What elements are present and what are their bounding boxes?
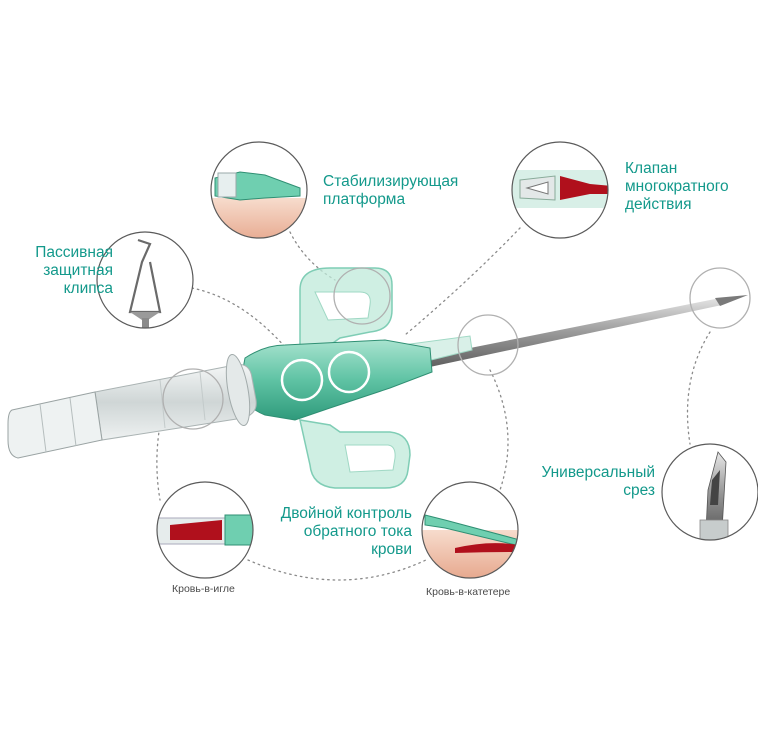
label-line: платформа xyxy=(323,191,406,208)
connector-left-loop xyxy=(156,379,173,501)
green-hub xyxy=(239,339,433,421)
label-line: срез xyxy=(623,482,655,499)
caption-blood-in-needle: Кровь-в-игле xyxy=(172,583,235,595)
connector-bottom xyxy=(247,559,427,581)
label-line: действия xyxy=(625,196,692,213)
needle-tip xyxy=(715,295,748,306)
connector-clip xyxy=(191,287,301,366)
label-valve: Клапан многократного действия xyxy=(625,160,729,214)
highlight-circle-hub-1 xyxy=(280,358,324,402)
label-line: Двойной контроль xyxy=(280,505,412,522)
wing-top-cutout xyxy=(314,291,371,321)
label-line: Стабилизирующая xyxy=(323,173,459,190)
highlight-circle-clip xyxy=(162,368,224,430)
highlight-circle-platform xyxy=(333,267,391,325)
valve-detail xyxy=(511,141,609,239)
highlight-circle-catheter xyxy=(457,314,519,376)
blood-catheter-detail xyxy=(421,481,519,579)
label-line: крови xyxy=(371,541,412,558)
highlight-circle-hub-2 xyxy=(327,350,371,394)
label-line: Универсальный xyxy=(541,464,655,481)
highlight-circle-tip xyxy=(689,267,751,329)
connector-valve xyxy=(404,227,521,336)
end-cap xyxy=(7,391,103,459)
label-double-control: Двойной контроль обратного тока крови xyxy=(281,505,412,559)
label-passive-clip: Пассивная защитная клипса xyxy=(35,244,113,298)
clip-detail xyxy=(96,231,194,329)
label-line: Клапан xyxy=(625,160,678,177)
caption-blood-in-catheter: Кровь-в-катетере xyxy=(426,586,511,598)
catheter-device-illustration xyxy=(7,267,751,489)
label-line: клипса xyxy=(63,280,113,297)
connector-right-loop xyxy=(489,369,509,491)
label-line: многократного xyxy=(625,178,729,195)
wing-bottom-cutout xyxy=(344,444,396,473)
blood-needle-detail xyxy=(156,481,254,579)
label-line: Пассивная xyxy=(35,244,113,261)
collar-ring xyxy=(225,354,251,426)
needle-shaft xyxy=(420,296,742,368)
platform-detail xyxy=(210,141,308,239)
bevel-detail xyxy=(661,443,758,541)
label-stabilizing-platform: Стабилизирующая платформа xyxy=(323,173,458,209)
label-line: обратного тока xyxy=(303,523,412,540)
label-bevel: Универсальный срез xyxy=(541,464,655,500)
label-line: защитная xyxy=(43,262,113,279)
connector-bevel xyxy=(686,331,711,445)
